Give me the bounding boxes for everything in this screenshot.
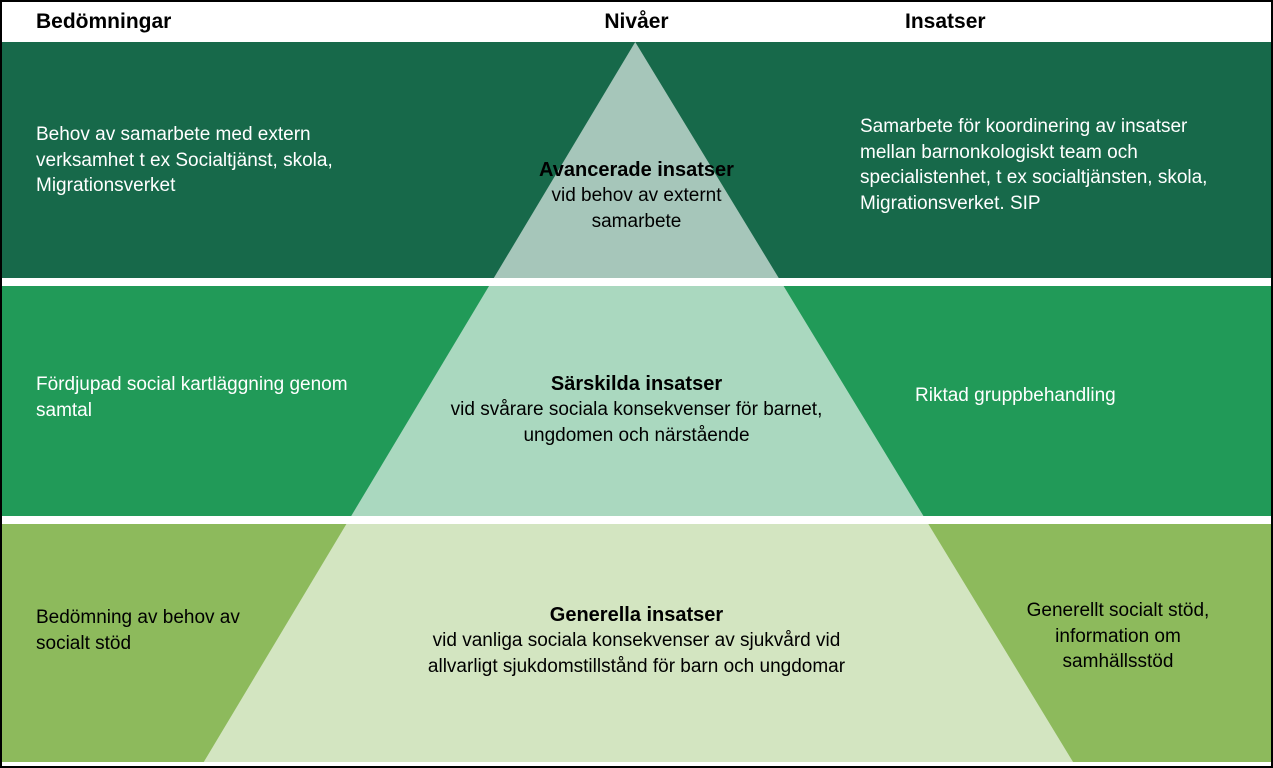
- special-assessment-text: Fördjupad social kartläggning genom samt…: [36, 374, 348, 421]
- special-intervention-text: Riktad gruppbehandling: [915, 385, 1116, 406]
- advanced-level-label: Avancerade insatser vid behov av externt…: [527, 157, 747, 234]
- general-level-title: Generella insatser: [549, 604, 724, 626]
- general-level-subtitle: vid vanliga sociala konsekvenser av sjuk…: [427, 630, 846, 677]
- advanced-intervention-text: Samarbete för koordinering av insatser m…: [860, 116, 1208, 214]
- general-intervention-text: Generellt socialt stöd, information om s…: [1026, 600, 1210, 673]
- column-header-assessments: Bedömningar: [36, 10, 172, 33]
- column-header-interventions: Insatser: [905, 10, 986, 33]
- advanced-level-subtitle: vid behov av externt samarbete: [551, 185, 722, 232]
- special-level-label: Särskilda insatser vid svårare sociala k…: [427, 371, 847, 448]
- advanced-level-title: Avancerade insatser: [539, 159, 734, 181]
- advanced-assessment-text: Behov av samarbete med extern verksamhet…: [36, 124, 333, 197]
- band-divider-top: [2, 278, 1271, 286]
- band-divider-bottom: [2, 516, 1271, 524]
- general-level-label: Generella insatser vid vanliga sociala k…: [397, 602, 877, 679]
- column-header-levels: Nivåer: [604, 10, 669, 33]
- special-level-title: Särskilda insatser: [550, 373, 723, 395]
- general-assessment-text: Bedömning av behov av socialt stöd: [36, 607, 240, 654]
- special-level-subtitle: vid svårare sociala konsekvenser för bar…: [450, 399, 823, 446]
